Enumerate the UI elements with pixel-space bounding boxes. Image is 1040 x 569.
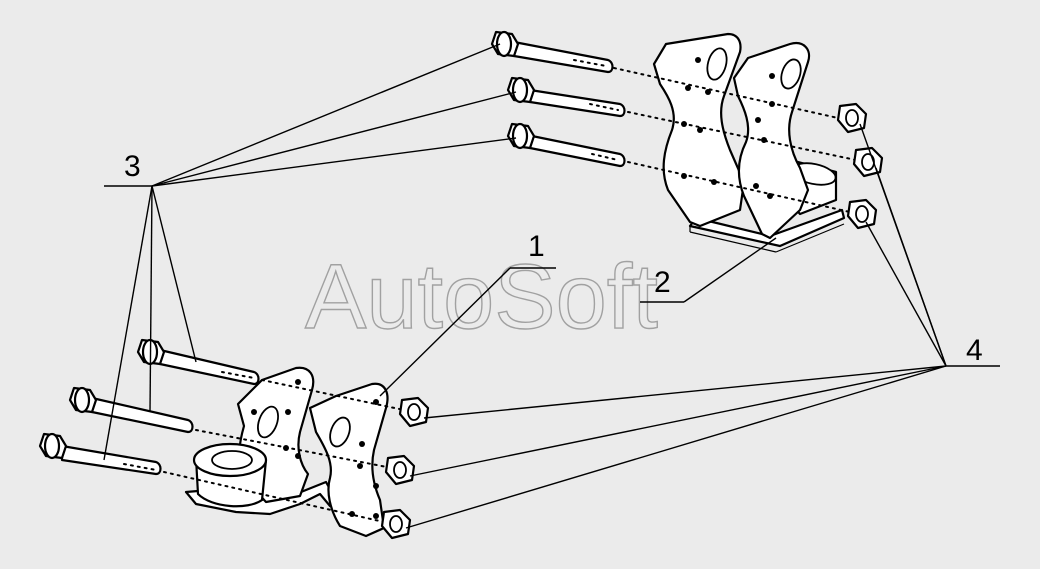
callout-2-label: 2 <box>654 266 671 299</box>
nut-lower-2 <box>384 454 416 486</box>
lower-nuts <box>380 396 430 540</box>
nut-lower-3 <box>380 508 412 540</box>
callout-4-label: 4 <box>966 334 983 367</box>
nut-upper-1 <box>836 102 868 134</box>
nut-upper-2 <box>852 146 884 178</box>
callout-3-label: 3 <box>124 150 141 183</box>
leader-lines <box>103 43 1000 529</box>
upper-bolts <box>490 30 626 168</box>
bolt-upper-3 <box>506 122 626 168</box>
lower-bolts <box>38 338 260 476</box>
bolt-lower-3 <box>38 432 162 476</box>
lower-bracket-assembly <box>184 366 389 538</box>
nut-lower-1 <box>398 396 430 428</box>
upper-nuts <box>836 102 884 230</box>
bolt-upper-2 <box>506 76 626 118</box>
callout-1-label: 1 <box>528 230 545 263</box>
upper-bracket-assembly <box>652 32 846 253</box>
bolt-upper-1 <box>490 30 614 74</box>
alignment-lines <box>163 67 857 523</box>
bolt-lower-2 <box>68 386 194 434</box>
nut-upper-3 <box>846 198 878 230</box>
bolt-lower-1 <box>136 338 260 386</box>
